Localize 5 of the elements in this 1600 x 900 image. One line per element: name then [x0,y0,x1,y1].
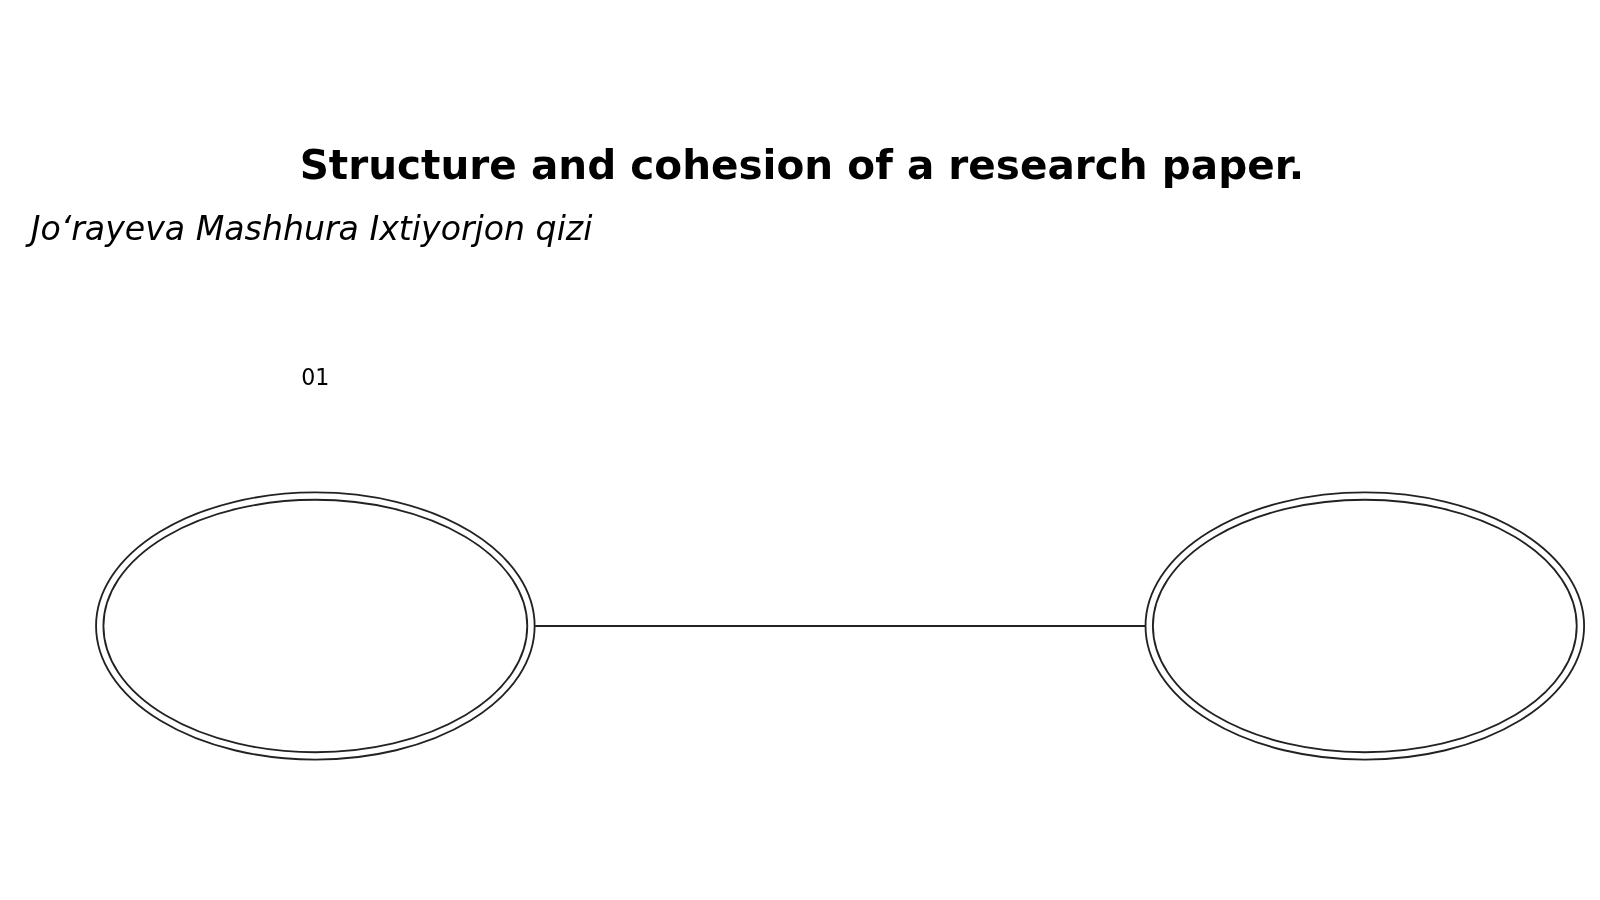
diagram-title: Structure and cohesion of a research paper. [299,140,1305,189]
label: 01 [301,363,330,390]
node-ellipse [95,491,536,761]
node-ellipse [1144,491,1586,761]
connector [534,624,1147,627]
